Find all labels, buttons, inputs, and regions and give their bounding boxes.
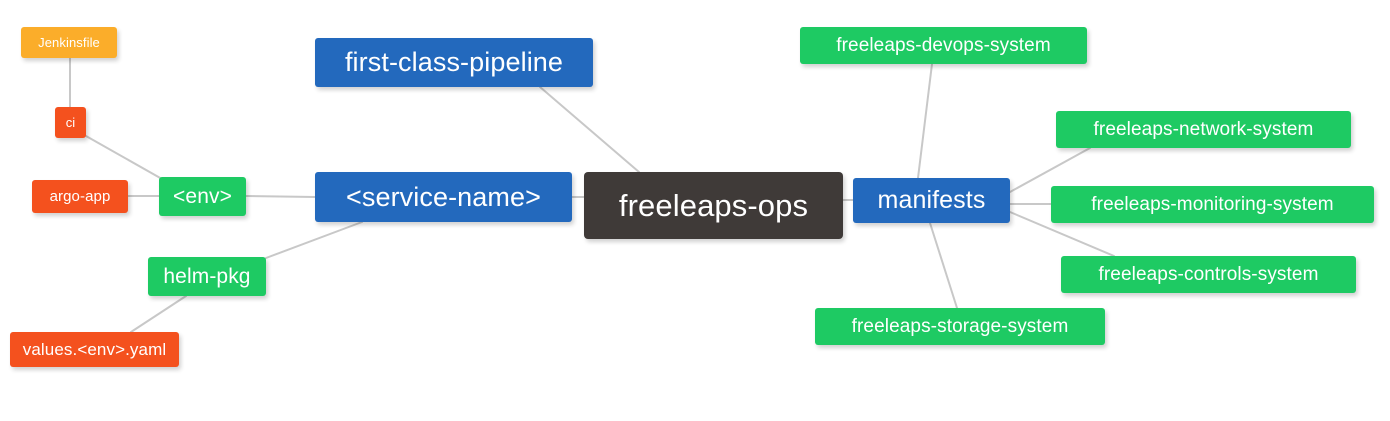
- node-env[interactable]: <env>: [159, 177, 246, 216]
- edge-env-to-service-name: [245, 195, 316, 198]
- node-monitoring-system[interactable]: freeleaps-monitoring-system: [1051, 186, 1374, 223]
- edge-first-class-pipeline-to-freeleaps-ops: [539, 86, 640, 173]
- node-storage-system[interactable]: freeleaps-storage-system: [815, 308, 1105, 345]
- edge-ci-to-env: [85, 135, 163, 180]
- node-values-yaml[interactable]: values.<env>.yaml: [10, 332, 179, 367]
- node-devops-system[interactable]: freeleaps-devops-system: [800, 27, 1087, 64]
- node-service-name[interactable]: <service-name>: [315, 172, 572, 222]
- node-freeleaps-ops[interactable]: freeleaps-ops: [584, 172, 843, 239]
- node-ci[interactable]: ci: [55, 107, 86, 138]
- edge-values-yaml-to-helm-pkg: [130, 295, 187, 333]
- edge-manifests-to-devops-system: [917, 63, 933, 179]
- edge-helm-pkg-to-service-name: [265, 221, 363, 259]
- node-network-system[interactable]: freeleaps-network-system: [1056, 111, 1351, 148]
- edge-manifests-to-storage-system: [929, 222, 958, 309]
- node-jenkinsfile[interactable]: Jenkinsfile: [21, 27, 117, 58]
- node-manifests[interactable]: manifests: [853, 178, 1010, 223]
- node-helm-pkg[interactable]: helm-pkg: [148, 257, 266, 296]
- node-first-class-pipeline[interactable]: first-class-pipeline: [315, 38, 593, 87]
- node-argo-app[interactable]: argo-app: [32, 180, 128, 213]
- node-controls-system[interactable]: freeleaps-controls-system: [1061, 256, 1356, 293]
